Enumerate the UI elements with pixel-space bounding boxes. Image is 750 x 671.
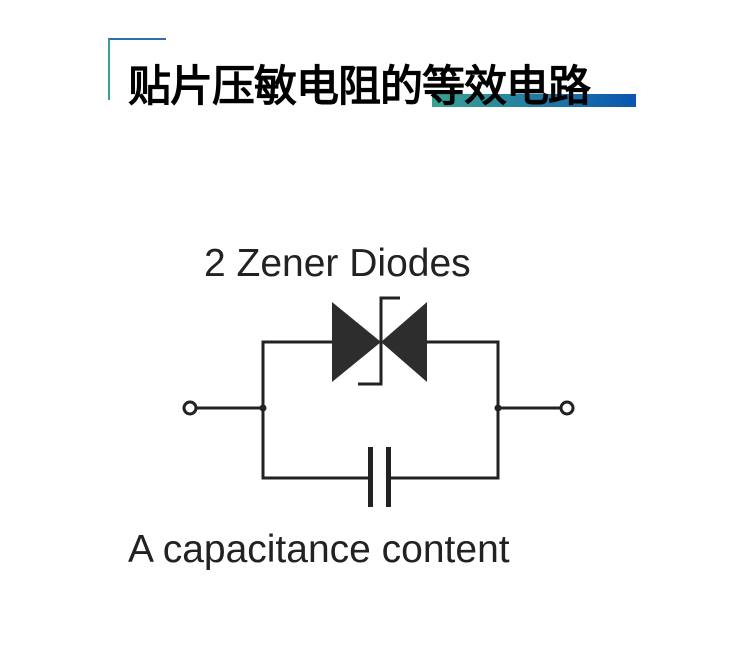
zener-diode-right [381, 302, 427, 382]
wire-top-right [427, 340, 500, 408]
capacitor-plate-left [368, 447, 373, 507]
title-underline-bar [432, 94, 636, 107]
wire-bottom-right [390, 408, 500, 480]
junction-right [494, 404, 502, 412]
zener-diodes-label: 2 Zener Diodes [204, 242, 471, 285]
terminal-right [559, 400, 575, 416]
title-corner-decoration [108, 38, 166, 100]
wire-bottom-left [261, 408, 369, 480]
zener-bar [358, 296, 400, 386]
capacitance-label: A capacitance content [128, 528, 510, 571]
junction-left [259, 404, 267, 412]
capacitor-plate-right [386, 447, 391, 507]
page-title: 贴片压敏电阻的等效电路 [128, 62, 591, 112]
wire-top [261, 340, 332, 408]
zener-diode-left [332, 302, 381, 382]
terminal-left [182, 400, 198, 416]
